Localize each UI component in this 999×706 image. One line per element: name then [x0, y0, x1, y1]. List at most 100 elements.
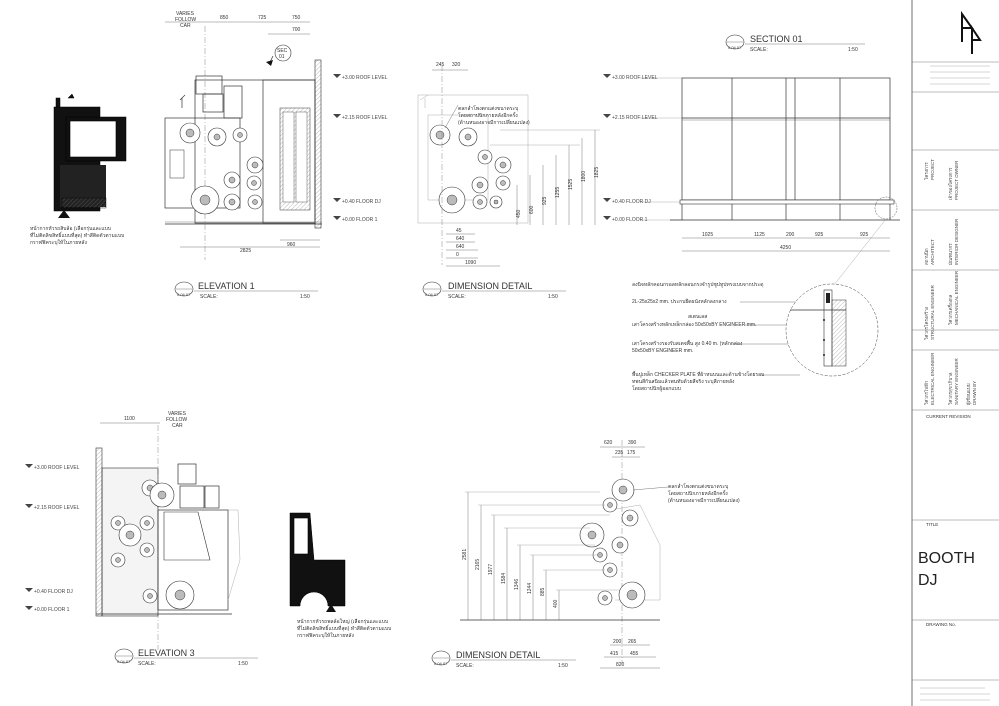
svg-text:+0.00 FLOOR 1: +0.00 FLOOR 1	[34, 607, 70, 613]
svg-text:SCALE:: SCALE:	[448, 294, 466, 300]
current-revision-label: CURRENT REVISION	[926, 414, 971, 419]
svg-text:925: 925	[542, 196, 548, 205]
svg-text:VARIES: VARIES	[168, 411, 187, 417]
svg-text:200: 200	[786, 232, 795, 238]
svg-text:175: 175	[627, 450, 636, 456]
svg-text:+3.00 ROOF LEVEL: +3.00 ROOF LEVEL	[612, 75, 658, 81]
svg-text:CAR: CAR	[172, 423, 183, 429]
svg-text:1:50: 1:50	[238, 661, 248, 667]
elev1-dim-960: 960	[287, 242, 296, 248]
svg-text:ELECTRICAL ENGINEER: ELECTRICAL ENGINEER	[930, 352, 935, 405]
title-block-rows: โครงการ PROJECT เจ้าของโครงการ PROJECT O…	[912, 149, 999, 405]
detail3-vertical-dimensions: 2581 2165 1977 1584 1346 1244 885 400	[460, 491, 660, 621]
elevation3-note-3: กราฟฟิคระบุให้ในภายหลัง	[297, 632, 354, 639]
svg-text:885: 885	[540, 587, 546, 596]
elev1-dim-850: 850	[220, 15, 229, 21]
truck-mask-drawing	[53, 93, 127, 212]
detail1-note-1: ตลกล่ำโพงตกแต่งขนาดระบุ	[458, 105, 518, 112]
level-roof-300: +3.00 ROOF LEVEL	[342, 75, 388, 81]
svg-text:925: 925	[860, 232, 869, 238]
svg-text:FOLLOW: FOLLOW	[166, 417, 187, 423]
elev1-dim-2825: 2825	[240, 248, 251, 254]
svg-text:+2.15 ROOF LEVEL: +2.15 ROOF LEVEL	[34, 505, 80, 511]
drawing-no-label: DRAWING No.	[926, 622, 956, 627]
svg-text:+2.15 ROOF LEVEL: +2.15 ROOF LEVEL	[612, 115, 658, 121]
detail1-title: 0.04.07 DIMENSION DETAIL SCALE: 1:50	[422, 281, 566, 300]
svg-text:SCALE:: SCALE:	[200, 294, 218, 300]
booth-elevation-3	[95, 447, 241, 617]
svg-text:235: 235	[615, 450, 624, 456]
svg-text:45: 45	[456, 228, 462, 234]
svg-text:พื้นปูเหล็ก CHECKER PLATE ที่ผ: พื้นปูเหล็ก CHECKER PLATE ที่ผ้าหนบนและด…	[632, 369, 764, 378]
svg-text:+0.40 FLOOR DJ: +0.40 FLOOR DJ	[34, 589, 73, 595]
detail1-dim-245: 245	[436, 62, 445, 68]
svg-text:0.04.07: 0.04.07	[728, 45, 742, 50]
svg-text:400: 400	[553, 599, 559, 608]
section01-title-text: SECTION 01	[750, 34, 803, 44]
svg-text:ผู้เขียนแบบ: ผู้เขียนแบบ	[966, 383, 972, 405]
svg-text:820: 820	[616, 662, 625, 668]
svg-text:1977: 1977	[488, 564, 494, 575]
elev3-levels: +3.00 ROOF LEVEL +2.15 ROOF LEVEL +0.40 …	[25, 464, 80, 613]
detail1-note-2: โดยสถาปนิกภายหลังอีกครั้ง	[458, 110, 518, 119]
svg-text:ลงนิจหลักคอนกรอลหลักลอนกรงจำรู: ลงนิจหลักคอนกรอลหลักลอนกรงจำรูปชูปทูปทรง…	[632, 281, 763, 288]
svg-text:2165: 2165	[475, 559, 481, 570]
svg-text:PROJECT OWNER: PROJECT OWNER	[954, 160, 959, 200]
svg-text:1255: 1255	[555, 187, 561, 198]
section-tag-bottom: 01	[279, 54, 285, 60]
elev1-dim-750: 750	[292, 15, 301, 21]
svg-text:เจ้าของโครงการ: เจ้าของโครงการ	[947, 167, 953, 200]
dimension-detail-1-view: 245 320 ตลกล่ำโพงตกแต่งขนาดระบุ โดยสถาปน…	[417, 62, 600, 300]
detail3-note-1: ตลกล่ำโพงตกแต่งขนาดระบุ	[668, 483, 728, 490]
detail3-title: 0.04.07 DIMENSION DETAIL SCALE: 1:50	[431, 650, 576, 669]
svg-text:2581: 2581	[462, 549, 468, 560]
svg-text:STRUCTURAL ENGINEER: STRUCTURAL ENGINEER	[930, 284, 935, 340]
svg-text:50x50xBY ENGINEER mm.: 50x50xBY ENGINEER mm.	[632, 348, 693, 354]
svg-text:SANITARY ENGINEER: SANITARY ENGINEER	[954, 357, 959, 405]
svg-text:+3.00 ROOF LEVEL: +3.00 ROOF LEVEL	[34, 465, 80, 471]
svg-text:วิศวกรโครงสร้าง: วิศวกรโครงสร้าง	[923, 307, 929, 340]
svg-text:265: 265	[628, 639, 637, 645]
elevation3-note-1: หน้ากากหัวรถพลล้อใหญ่ (เลือกรุ่นและแบบ	[297, 618, 388, 625]
svg-text:1825: 1825	[594, 167, 600, 178]
detail1-vertical-dimensions: 450 600 925 1255 1525 1800 1825	[490, 129, 600, 225]
svg-text:SCALE:: SCALE:	[456, 663, 474, 669]
section01-detail-callout	[785, 283, 879, 377]
svg-text:1346: 1346	[514, 579, 520, 590]
truck-front-mask-drawing	[289, 512, 346, 612]
booth-frame-section	[670, 77, 900, 221]
elevation-3-view: VARIES FOLLOW CAR 1100 +3.00 ROOF LEVEL …	[25, 411, 391, 667]
svg-text:DRAWN BY: DRAWN BY	[972, 381, 977, 405]
svg-text:0.04.07: 0.04.07	[434, 661, 448, 666]
elev1-dim-700: 700	[292, 27, 301, 33]
svg-text:1244: 1244	[527, 583, 533, 594]
svg-text:200: 200	[613, 639, 622, 645]
booth-elevation-1	[164, 59, 322, 229]
level-floor-1: +0.00 FLOOR 1	[342, 217, 378, 223]
svg-text:1:50: 1:50	[548, 294, 558, 300]
section-marker: SEC 01	[266, 44, 292, 66]
svg-text:วิศวกรเครื่องกล: วิศวกรเครื่องกล	[947, 294, 953, 325]
svg-text:1125: 1125	[754, 232, 765, 238]
svg-text:2L-25x25x2 mm. ประกบยึดผนังหลั: 2L-25x25x2 mm. ประกบยึดผนังหลักลงกลาง	[632, 298, 727, 305]
elevation-1-view: หน้ากากหัวรถสิบล้อ (เลือกรุ่นและแบบ ที่ไ…	[30, 11, 388, 300]
svg-text:620: 620	[604, 440, 613, 446]
svg-text:600: 600	[529, 205, 535, 214]
detail1-horizontal-dimensions: 45 640 640 0 1090	[446, 228, 500, 267]
elev1-varies-1: VARIES	[176, 11, 195, 17]
detail1-dim-320: 320	[452, 62, 461, 68]
detail3-note-2: โดยสถาปนิกภายหลังอีกครั้ง	[668, 488, 728, 497]
detail1-title-text: DIMENSION DETAIL	[448, 281, 532, 291]
svg-text:0.04.07: 0.04.07	[177, 292, 191, 297]
svg-text:สเตนเลส: สเตนเลส	[688, 314, 707, 320]
svg-text:0: 0	[456, 252, 459, 258]
dimension-detail-3-view: 620 390 235 175 ตลกล่ำโพงตกแต่งขนาดระบุ …	[431, 440, 740, 669]
section-01-view: 0.04.07 SECTION 01 SCALE: 1:50 +3.00 ROO…	[603, 34, 900, 392]
drawing-title-line-1: BOOTH	[918, 550, 975, 567]
section01-title: 0.04.07 SECTION 01 SCALE: 1:50	[725, 34, 865, 53]
elevation3-title-text: ELEVATION 3	[138, 648, 195, 658]
section01-dimensions: 1025 1125 200 925 925 4250	[682, 232, 890, 252]
svg-text:วิศวกรไฟฟ้า: วิศวกรไฟฟ้า	[924, 380, 929, 405]
svg-text:455: 455	[630, 651, 639, 657]
